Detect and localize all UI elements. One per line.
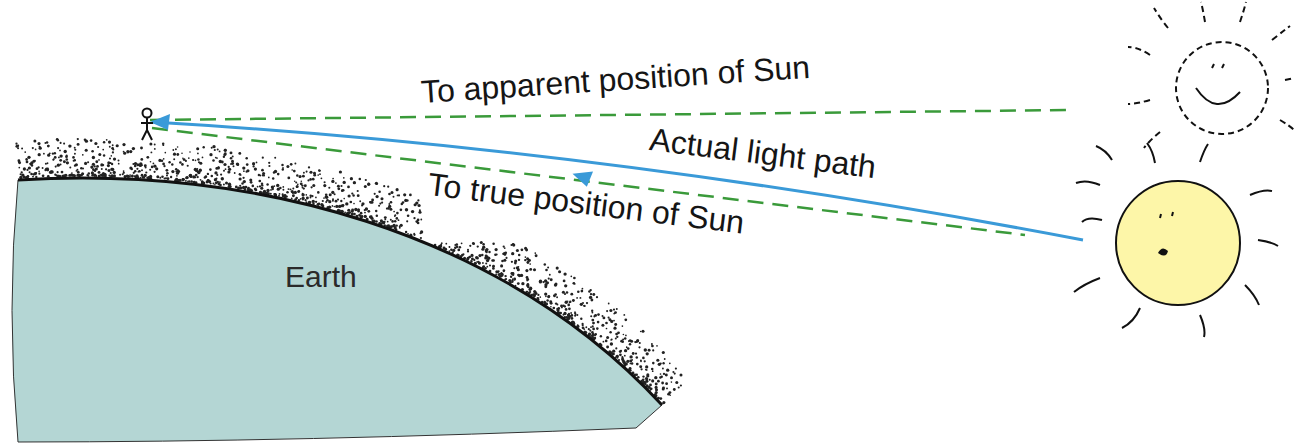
observer [141,109,153,141]
apparent-sun-face [1196,64,1240,104]
apparent-line [150,110,1072,120]
path-label: To apparent position of Sun [420,51,811,108]
node-label: Earth [285,260,357,294]
apparent-sun [1128,2,1294,148]
arrow-head [571,169,593,188]
true-sun [1074,143,1278,337]
